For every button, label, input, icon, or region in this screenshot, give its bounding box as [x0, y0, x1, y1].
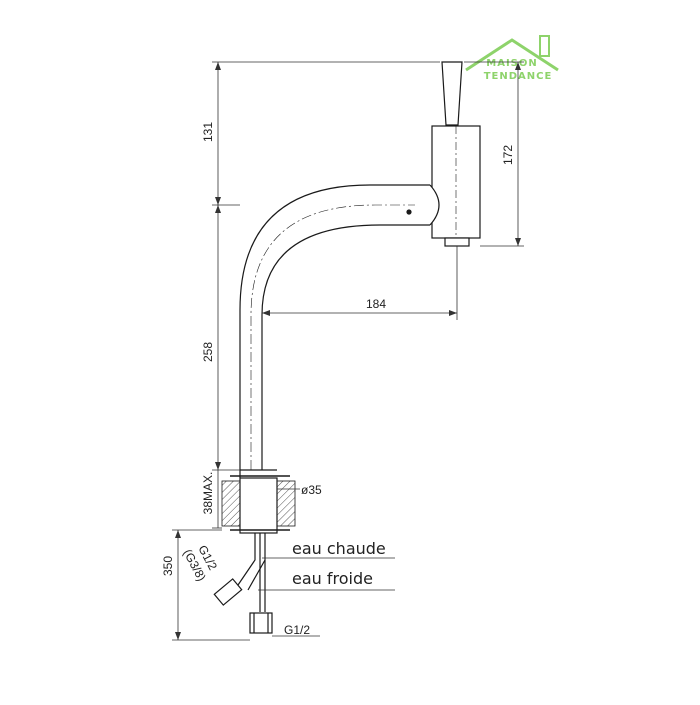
dim-172: 172	[501, 145, 515, 165]
dim-38max: 38MAX.	[201, 472, 215, 515]
cold-connector	[249, 612, 273, 634]
mounting-column	[239, 477, 278, 534]
brand-logo: MAISON TENDANCE	[465, 35, 559, 82]
thread-cold: G1/2	[284, 623, 310, 637]
dim-131: 131	[201, 122, 215, 142]
dimension-lines	[172, 61, 524, 641]
spout-outer	[239, 184, 430, 470]
spout-inner	[261, 224, 430, 470]
label-hot-water: eau chaude	[292, 539, 386, 558]
dimension-arrows	[175, 62, 521, 640]
deck-section	[221, 475, 296, 531]
dim-350: 350	[161, 556, 175, 576]
supply-hoses	[213, 533, 273, 634]
logo-line-2: TENDANCE	[484, 71, 553, 82]
lever-handle	[441, 61, 463, 126]
label-cold-water: eau froide	[292, 569, 373, 588]
aerator	[444, 237, 470, 247]
dim-258: 258	[201, 342, 215, 362]
dim-diameter: ø35	[301, 483, 322, 497]
dim-184: 184	[366, 297, 386, 311]
logo-line-1: MAISON	[486, 58, 537, 69]
hot-connector	[213, 578, 243, 606]
faucet-body	[239, 61, 481, 534]
logo-chimney-icon	[539, 35, 550, 57]
logo-roof-icon	[465, 38, 559, 72]
